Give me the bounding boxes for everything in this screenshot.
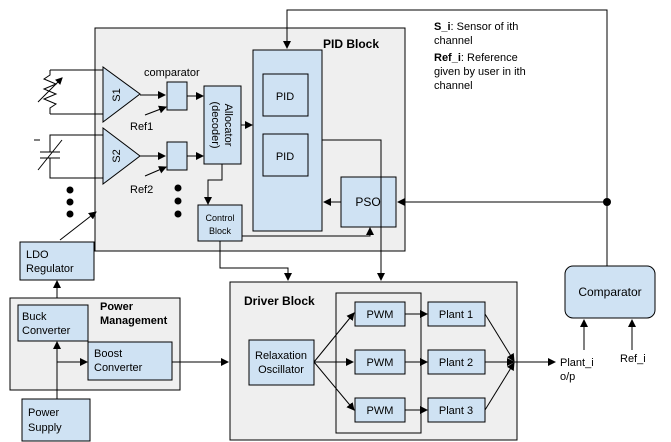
plant-output-label-line1: Plant_i [560, 357, 594, 369]
legend-ref-desc2: given by user in ith [434, 66, 526, 78]
power-management-title-line2: Management [100, 315, 168, 327]
plant-3-label: Plant 3 [439, 405, 473, 417]
more-channels-dots-center [174, 184, 182, 218]
legend-ref-desc: : Reference [461, 52, 518, 64]
ref2-label: Ref2 [130, 184, 153, 196]
sensor-amp-s2 [102, 126, 141, 186]
oscillator-label-line1: Relaxation [255, 350, 307, 362]
boost-converter-box [87, 341, 173, 381]
pwm-3-label: PWM [367, 405, 394, 417]
pid-1-box [262, 73, 309, 117]
boost-label-line1: Boost [94, 348, 122, 360]
power-management-title-line1: Power [100, 301, 134, 313]
comparator-2-box [166, 141, 188, 171]
s2-label: S2 [111, 149, 123, 162]
legend-s-term: S_i [434, 21, 451, 33]
pwm-2-box [354, 349, 406, 375]
pso-label: PSO [355, 195, 380, 209]
control-block-box [197, 204, 243, 242]
sensor-2-capacitor-icon [34, 134, 103, 179]
ref1-label: Ref1 [130, 121, 153, 133]
plant-3-box [427, 397, 486, 423]
buck-label-line1: Buck [22, 311, 47, 323]
plant-1-box [427, 301, 486, 327]
sensor-amp-s1 [102, 66, 141, 124]
ldo-regulator-box [19, 241, 95, 281]
more-channels-dots-left [66, 186, 74, 218]
pid-2-label: PID [276, 151, 294, 163]
buck-label-line2: Converter [22, 325, 71, 337]
control-block-label-line1: Control [205, 213, 234, 223]
pid-2-box [262, 133, 309, 177]
plant-output-label-line2: o/p [560, 371, 575, 383]
boost-label-line2: Converter [94, 362, 143, 374]
pid-1-label: PID [276, 91, 294, 103]
legend-s-desc2: channel [434, 35, 473, 47]
control-block-label-line2: Block [209, 226, 232, 236]
pwm-3-box [354, 397, 406, 423]
comparator-1-box [166, 81, 188, 111]
legend-ref-desc3: channel [434, 80, 473, 92]
pso-box [340, 176, 397, 228]
pwm-2-label: PWM [367, 357, 394, 369]
comparator-main-box [564, 265, 656, 319]
legend-ref-term: Ref_i [434, 52, 461, 64]
allocator-label-line2: (decoder) [209, 101, 221, 148]
pwm-1-label: PWM [367, 309, 394, 321]
plant-2-box [427, 349, 486, 375]
sensor-1-resistor-icon [37, 69, 103, 115]
pid-block-title: PID Block [323, 37, 379, 51]
power-supply-label-line2: Supply [28, 422, 62, 434]
comparator-label: comparator [144, 67, 200, 79]
plant-1-label: Plant 1 [439, 309, 473, 321]
power-supply-box [21, 398, 91, 442]
relaxation-oscillator-box [248, 339, 315, 386]
power-supply-label-line1: Power [28, 407, 60, 419]
buck-converter-box [17, 304, 89, 342]
oscillator-label-line2: Oscillator [258, 364, 304, 376]
legend-s-desc: : Sensor of ith [451, 21, 519, 33]
svg-text:Ref_i: Reference: Ref_i: Reference [434, 52, 518, 64]
driver-block-title: Driver Block [244, 294, 315, 308]
ldo-label-line2: Regulator [26, 263, 74, 275]
ref-i-input-label: Ref_i [620, 353, 646, 365]
s1-label: S1 [111, 88, 123, 101]
legend: S_i: Sensor of ith channel Ref_i: Refere… [434, 21, 526, 92]
comparator-main-label: Comparator [578, 285, 641, 299]
ldo-label-line1: LDO [26, 249, 49, 261]
allocator-label-line1: Allocator [222, 104, 234, 147]
plant-2-label: Plant 2 [439, 357, 473, 369]
svg-text:S_i: Sensor of ith: S_i: Sensor of ith [434, 21, 518, 33]
